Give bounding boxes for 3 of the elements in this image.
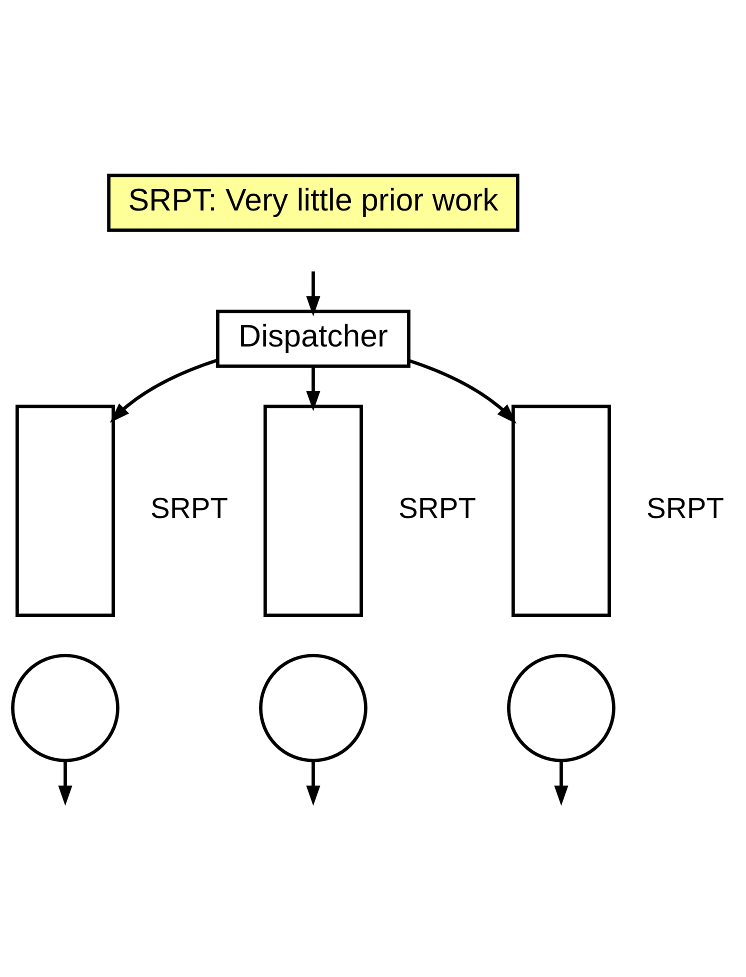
node-label: SRPT	[646, 492, 724, 525]
node-label: SRPT	[150, 492, 228, 525]
node-label: SRPT	[398, 492, 476, 525]
